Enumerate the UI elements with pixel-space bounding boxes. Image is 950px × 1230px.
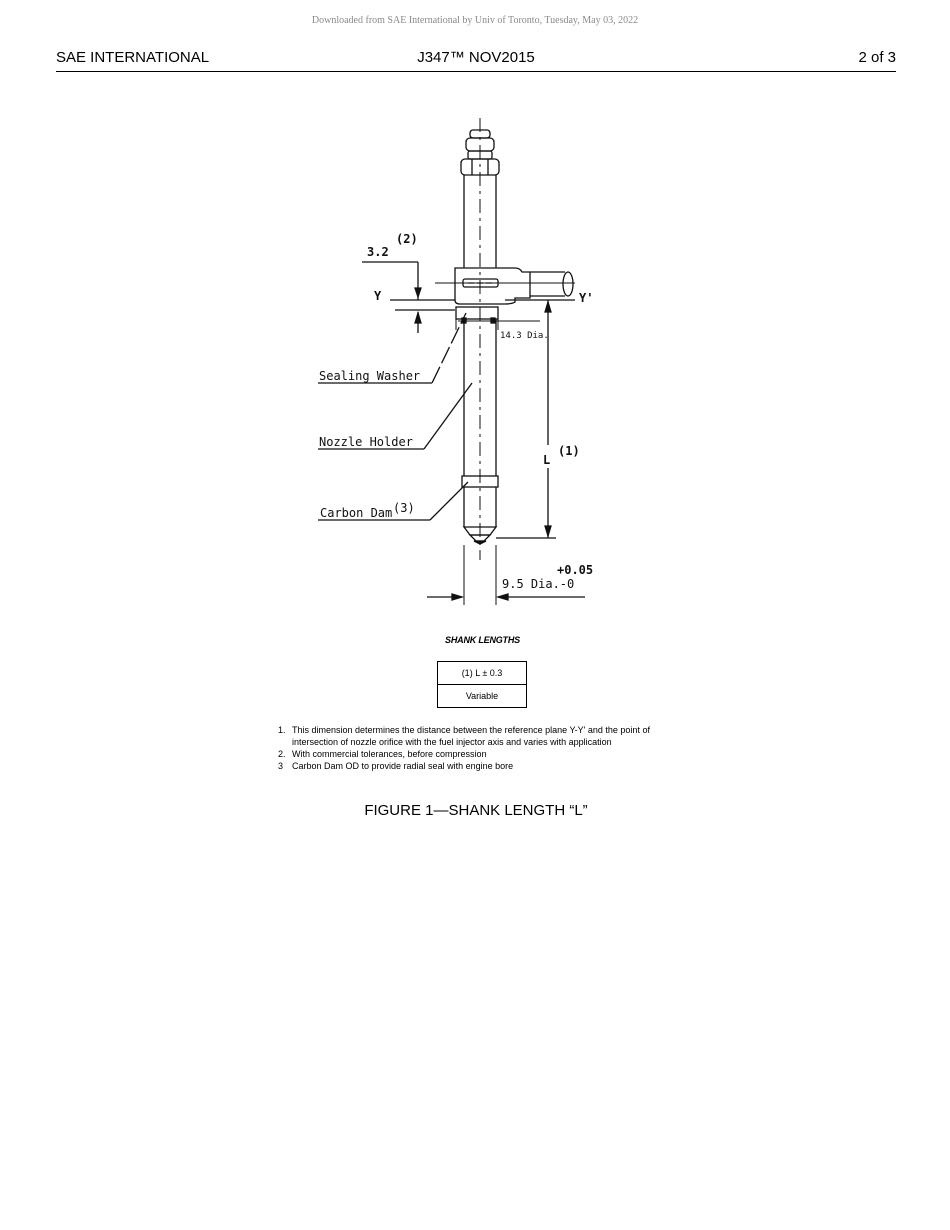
note-item: 1. This dimension determines the distanc… <box>278 725 650 747</box>
shank-lengths-header: (1) L ± 0.3 <box>437 661 527 685</box>
note-item: 2. With commercial tolerances, before co… <box>278 749 487 759</box>
figure-notes: 1. This dimension determines the distanc… <box>278 724 698 772</box>
note-ref-1: (1) <box>558 444 580 458</box>
shank-lengths-value: Variable <box>437 684 527 708</box>
shank-lengths-table: (1) L ± 0.3 Variable <box>437 661 527 708</box>
nozzle-holder-drawing: 3.2 (2) Y Y' 14.3 Dia. Sealing Washer No… <box>318 118 593 605</box>
note-ref-2: (2) <box>396 232 418 246</box>
note-item: 3 Carbon Dam OD to provide radial seal w… <box>278 761 514 771</box>
page-header: SAE INTERNATIONAL J347™ NOV2015 2 of 3 <box>56 49 896 72</box>
technical-drawing: 3.2 (2) Y Y' 14.3 Dia. Sealing Washer No… <box>318 118 593 605</box>
dia-9-5-label: 9.5 Dia.-0 <box>502 577 574 591</box>
download-watermark: Downloaded from SAE International by Uni… <box>311 15 639 26</box>
dim-3-2-label: 3.2 <box>367 245 389 259</box>
page-number: 2 of 3 <box>858 49 896 66</box>
length-l-label: L <box>543 453 550 467</box>
document-id: J347™ NOV2015 <box>417 49 535 66</box>
publisher-name: SAE INTERNATIONAL <box>56 49 210 66</box>
note-ref-3: (3) <box>393 501 415 515</box>
sealing-washer-label: Sealing Washer <box>319 369 420 383</box>
dia-14-3-label: 14.3 Dia. <box>500 331 549 341</box>
tolerance-plus-label: +0.05 <box>557 563 593 577</box>
plane-y-prime-label: Y' <box>579 291 593 305</box>
figure-caption: FIGURE 1—SHANK LENGTH “L” <box>364 802 588 819</box>
nozzle-holder-label: Nozzle Holder <box>319 435 413 449</box>
shank-lengths-title: SHANK LENGTHS <box>445 635 520 645</box>
carbon-dam-label: Carbon Dam <box>320 506 392 520</box>
plane-y-label: Y <box>374 289 382 303</box>
